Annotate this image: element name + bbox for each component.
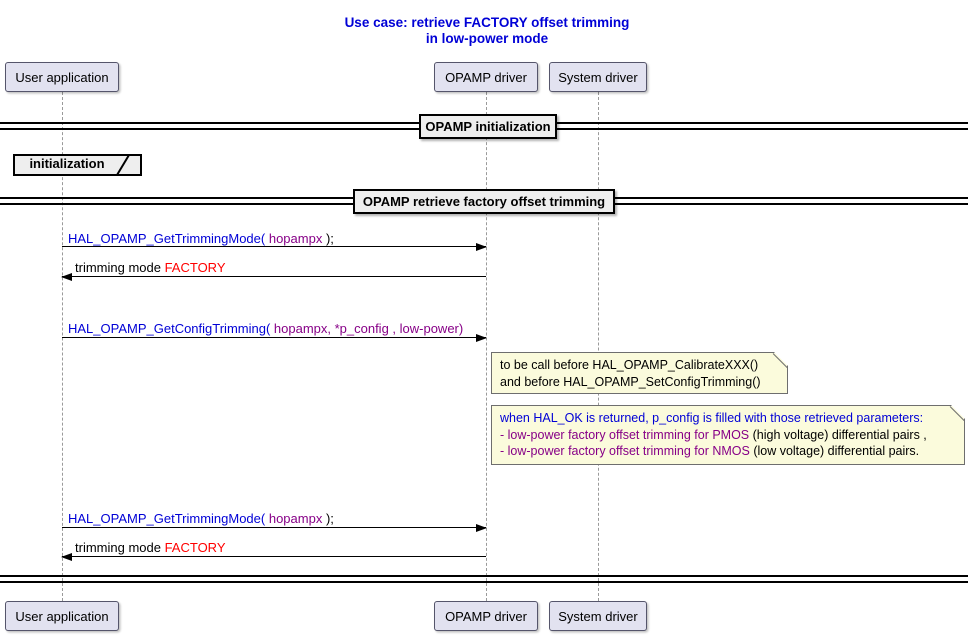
- note-rest: (high voltage) differential pairs ,: [749, 427, 927, 442]
- participant-label: User application: [15, 69, 109, 85]
- arrowhead-left-icon: [61, 273, 72, 281]
- call-function-name: HAL_OPAMP_GetTrimmingMode(: [68, 231, 266, 246]
- participant-bottom-system-driver: System driver: [549, 601, 647, 631]
- diagram-title-line2: in low-power mode: [425, 31, 549, 46]
- participant-bottom-opamp-driver: OPAMP driver: [434, 601, 538, 631]
- participant-label: OPAMP driver: [445, 69, 527, 85]
- note-fold-icon: [774, 352, 788, 366]
- note-call-order: to be call before HAL_OPAMP_CalibrateXXX…: [491, 352, 788, 394]
- arrow-call-1: [62, 243, 487, 251]
- divider-line-bottom: [0, 575, 968, 583]
- arrowhead-right-icon: [476, 524, 487, 532]
- arrow-call-2: [62, 334, 487, 342]
- participant-bottom-user-application: User application: [5, 601, 119, 631]
- message-return-trimming-mode-1: trimming mode FACTORY: [75, 260, 226, 275]
- lifeline-system-driver: [598, 92, 599, 601]
- message-call-get-trimming-mode-1: HAL_OPAMP_GetTrimmingMode( hopampx );: [68, 231, 334, 246]
- call-argument: hopampx: [265, 511, 326, 526]
- call-close: );: [325, 231, 334, 246]
- note-fold-icon: [951, 405, 965, 419]
- note-line: - low-power factory offset trimming for …: [500, 443, 956, 460]
- arrowhead-left-icon: [61, 553, 72, 561]
- message-call-get-trimming-mode-2: HAL_OPAMP_GetTrimmingMode( hopampx );: [68, 511, 334, 526]
- note-retrieved-parameters: when HAL_OK is returned, p_config is fil…: [491, 405, 965, 465]
- message-return-trimming-mode-2: trimming mode FACTORY: [75, 540, 226, 555]
- return-value: FACTORY: [164, 540, 226, 555]
- diagram-title: Use case: retrieve FACTORY offset trimmi…: [0, 15, 974, 47]
- call-function-name: HAL_OPAMP_GetTrimmingMode(: [68, 511, 266, 526]
- note-highlight: - low-power factory offset trimming for …: [500, 444, 750, 458]
- note-line: to be call before HAL_OPAMP_CalibrateXXX…: [500, 358, 759, 372]
- group-frame-shape: [13, 154, 142, 176]
- diagram-title-line1: Use case: retrieve FACTORY offset trimmi…: [344, 15, 630, 30]
- participant-label: System driver: [558, 69, 638, 85]
- arrowhead-right-icon: [476, 334, 487, 342]
- group-label-text: initialization: [29, 156, 105, 171]
- arrow-return-2: [61, 553, 486, 561]
- call-close: );: [325, 511, 334, 526]
- participant-top-user-application: User application: [5, 62, 119, 92]
- arrowhead-right-icon: [476, 243, 487, 251]
- note-line: and before HAL_OPAMP_SetConfigTrimming(): [500, 374, 761, 389]
- divider-label-retrieve-trimming: OPAMP retrieve factory offset trimming: [353, 189, 615, 214]
- note-line: when HAL_OK is returned, p_config is fil…: [500, 411, 924, 425]
- divider-text: OPAMP initialization: [425, 119, 551, 134]
- lifeline-user-application: [62, 92, 63, 601]
- lifeline-opamp-driver: [486, 92, 487, 601]
- arrow-return-1: [61, 273, 486, 281]
- divider-label-opamp-initialization: OPAMP initialization: [419, 114, 557, 139]
- note-rest: (low voltage) differential pairs.: [749, 444, 920, 458]
- call-function-name: HAL_OPAMP_GetConfigTrimming(: [68, 321, 271, 336]
- return-text: trimming mode: [75, 260, 165, 275]
- participant-top-opamp-driver: OPAMP driver: [434, 62, 538, 92]
- participant-top-system-driver: System driver: [549, 62, 647, 92]
- participant-label: OPAMP driver: [445, 608, 527, 624]
- call-arguments: hopampx, *p_config , low-power): [270, 321, 464, 336]
- arrow-call-3: [62, 524, 487, 532]
- note-highlight: - low-power factory offset trimming for …: [500, 427, 750, 442]
- message-call-get-config-trimming: HAL_OPAMP_GetConfigTrimming( hopampx, *p…: [68, 321, 463, 336]
- participant-label: System driver: [558, 608, 638, 624]
- note-line: - low-power factory offset trimming for …: [500, 427, 956, 444]
- call-argument: hopampx: [265, 231, 326, 246]
- divider-text: OPAMP retrieve factory offset trimming: [362, 194, 606, 209]
- group-initialization: initialization: [13, 154, 143, 177]
- return-value: FACTORY: [164, 260, 226, 275]
- participant-label: User application: [15, 608, 109, 624]
- return-text: trimming mode: [75, 540, 165, 555]
